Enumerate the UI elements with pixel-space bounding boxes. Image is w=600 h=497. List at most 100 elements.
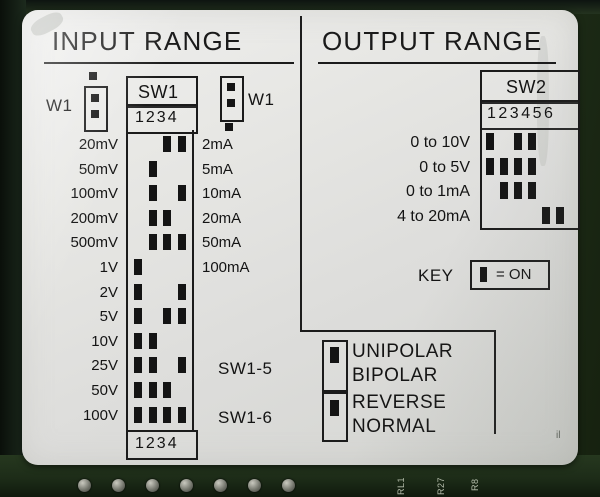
sw1-switch-marker[interactable] — [178, 406, 186, 423]
input-voltage-label: 20mV — [78, 136, 118, 153]
sw1-switch-marker[interactable] — [134, 382, 142, 398]
sw1-switch-marker[interactable] — [178, 308, 186, 325]
jumper-pin — [91, 94, 99, 102]
input-voltage-label: 100V — [82, 406, 118, 424]
sw2-switch-marker[interactable] — [486, 157, 494, 175]
sw1-5-top-option: UNIPOLAR — [352, 341, 454, 362]
sw1-switch-marker[interactable] — [178, 136, 186, 152]
key-box: = ON — [470, 260, 550, 290]
sw1-switch-marker[interactable] — [163, 209, 171, 226]
silkscreen-label-rl1: RL1 — [396, 476, 406, 495]
sw1-5-label: SW1-5 — [218, 359, 273, 378]
sw1-switch-marker[interactable] — [178, 357, 186, 374]
jumper-left-block[interactable] — [84, 86, 108, 132]
output-range-label: 0 to 1mA — [405, 183, 470, 200]
input-voltage-label: 100mV — [70, 185, 118, 203]
solder-pad — [112, 479, 125, 492]
sw1-switch-marker[interactable] — [149, 406, 157, 423]
input-current-label: 5mA — [202, 160, 233, 178]
key-label: KEY — [418, 266, 454, 285]
sw2-switch-marker[interactable] — [514, 133, 522, 150]
input-voltage-label: 5V — [99, 308, 118, 326]
sw1-switch-marker[interactable] — [163, 234, 171, 251]
sw1-5-switch[interactable] — [322, 340, 348, 392]
sw2-switch-marker[interactable] — [486, 133, 494, 150]
sw2-switch-marker[interactable] — [528, 133, 536, 150]
key-equals-on: = ON — [496, 266, 532, 283]
sw1-switch-marker[interactable] — [134, 283, 142, 300]
jumper-left-label: W1 — [46, 96, 73, 115]
sw1-switch-marker[interactable] — [134, 406, 142, 423]
input-voltage-label: 200mV — [70, 209, 118, 227]
silkscreen-label-r8: R8 — [470, 478, 480, 491]
sw2-switch-marker[interactable] — [556, 206, 564, 224]
solder-pad — [146, 479, 159, 492]
sw2-switch-marker[interactable] — [500, 182, 508, 199]
input-voltage-label: 10V — [91, 332, 118, 350]
input-current-label: 10mA — [202, 185, 242, 203]
sw1-name: SW1 — [138, 82, 179, 102]
input-current-label: 2mA — [202, 136, 233, 153]
panel-divider-lower — [494, 330, 496, 434]
solder-pad — [282, 479, 295, 492]
sw1-switch-marker[interactable] — [178, 283, 186, 300]
input-voltage-label: 50V — [91, 382, 118, 399]
input-voltage-label: 25V — [91, 357, 118, 375]
sw1-6-position-marker — [330, 400, 339, 416]
sw1-numbers-box-bottom: 1234 — [126, 430, 198, 460]
sw1-5-position-marker — [330, 347, 339, 363]
input-range-title: INPUT RANGE — [52, 26, 243, 56]
sw1-switch-marker[interactable] — [149, 160, 157, 177]
input-current-label: 20mA — [202, 209, 242, 227]
sw2-switch-marker[interactable] — [528, 182, 536, 199]
sw1-switch-marker[interactable] — [134, 308, 142, 325]
jumper-right-block[interactable] — [220, 76, 244, 122]
sw1-switch-marker[interactable] — [178, 185, 186, 202]
sw1-switch-marker[interactable] — [163, 406, 171, 423]
sw2-switch-marker[interactable] — [542, 206, 550, 224]
sw2-switch-marker[interactable] — [500, 157, 508, 175]
silkscreen-label-r27: R27 — [436, 476, 446, 495]
panel-divider-horizontal — [300, 330, 496, 332]
sw1-switch-marker[interactable] — [149, 382, 157, 398]
sw2-column-numbers: 123456 — [487, 105, 556, 122]
output-range-label: 0 to 5V — [419, 158, 470, 176]
jumper-right-label: W1 — [248, 90, 275, 109]
solder-pad — [78, 479, 91, 492]
sw1-column-numbers-top: 1234 — [135, 109, 179, 126]
sw1-6-bottom-option: NORMAL — [352, 416, 437, 437]
sw1-numbers-box-top: 1234 — [126, 104, 198, 134]
sw1-switch-marker[interactable] — [149, 185, 157, 202]
sw1-switch-marker[interactable] — [178, 234, 186, 251]
sw1-6-switch[interactable] — [322, 392, 348, 442]
pcb-left-shadow — [0, 0, 26, 497]
sw1-switch-marker[interactable] — [149, 332, 157, 349]
sw1-switch-marker[interactable] — [163, 382, 171, 398]
sw1-switch-column[interactable] — [126, 130, 194, 430]
sw1-switch-marker[interactable] — [134, 332, 142, 349]
solder-pad — [248, 479, 261, 492]
sw1-switch-marker[interactable] — [149, 234, 157, 251]
sw1-switch-marker[interactable] — [163, 308, 171, 325]
sw2-switch-marker[interactable] — [528, 157, 536, 175]
sw1-switch-marker[interactable] — [163, 136, 171, 152]
sw1-6-top-option: REVERSE — [352, 392, 447, 413]
label-corner-mark: il — [556, 430, 561, 441]
input-title-underline — [44, 62, 294, 64]
sw1-name-box: SW1 — [126, 76, 198, 108]
jumper-left-outside-pin — [89, 72, 97, 80]
sw1-switch-marker[interactable] — [134, 259, 142, 275]
sw2-name-box: SW2 — [480, 70, 580, 104]
sw1-column-numbers-bottom: 1234 — [135, 435, 179, 452]
sw1-switch-marker[interactable] — [149, 357, 157, 374]
output-range-label: 0 to 10V — [410, 134, 470, 151]
input-voltage-label: 2V — [99, 283, 118, 301]
jumper-right-outside-pin — [225, 123, 233, 131]
sw2-switch-marker[interactable] — [514, 157, 522, 175]
sw2-switch-marker[interactable] — [514, 182, 522, 199]
sw1-switch-marker[interactable] — [149, 209, 157, 226]
input-current-label: 100mA — [202, 259, 250, 276]
sw1-switch-marker[interactable] — [134, 357, 142, 374]
output-range-label: 4 to 20mA — [397, 207, 470, 225]
sw1-5-bottom-option: BIPOLAR — [352, 365, 438, 386]
